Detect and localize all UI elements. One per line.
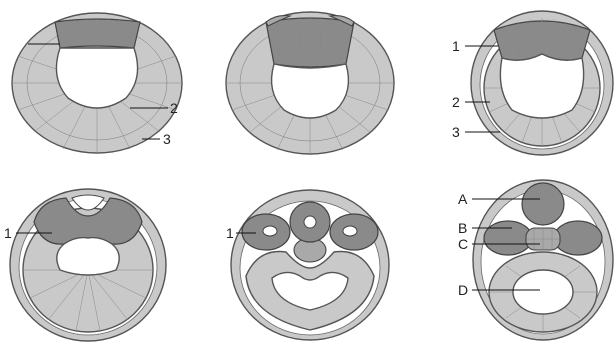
panel-6: A B C D [458, 180, 613, 340]
label-2: 2 [170, 100, 178, 116]
gut-lumen [513, 270, 573, 314]
label-1: 1 [4, 225, 12, 241]
archenteron-lumen [272, 64, 349, 118]
panel-2 [226, 12, 394, 154]
label-D: D [458, 282, 468, 298]
panel-4: 1 [4, 189, 166, 341]
somite-left [484, 221, 532, 255]
somite-right [554, 221, 602, 255]
archenteron-lumen [57, 238, 119, 275]
somite-right-cavity [343, 226, 357, 236]
neural-canal [304, 216, 316, 228]
neural-plate [55, 19, 140, 48]
label-3: 3 [452, 124, 460, 140]
archenteron-lumen [500, 54, 583, 118]
somite-left-cavity [263, 226, 277, 236]
label-B: B [458, 220, 467, 236]
panel-5: 1 [226, 190, 389, 340]
label-2: 2 [452, 94, 460, 110]
panel-1: 2 3 [12, 13, 182, 153]
label-1: 1 [226, 225, 234, 241]
panel-3: 1 2 3 [452, 11, 613, 155]
archenteron-lumen [56, 48, 137, 108]
label-C: C [458, 236, 468, 252]
label-A: A [458, 191, 468, 207]
label-3: 3 [163, 131, 171, 147]
label-1: 1 [452, 38, 460, 54]
